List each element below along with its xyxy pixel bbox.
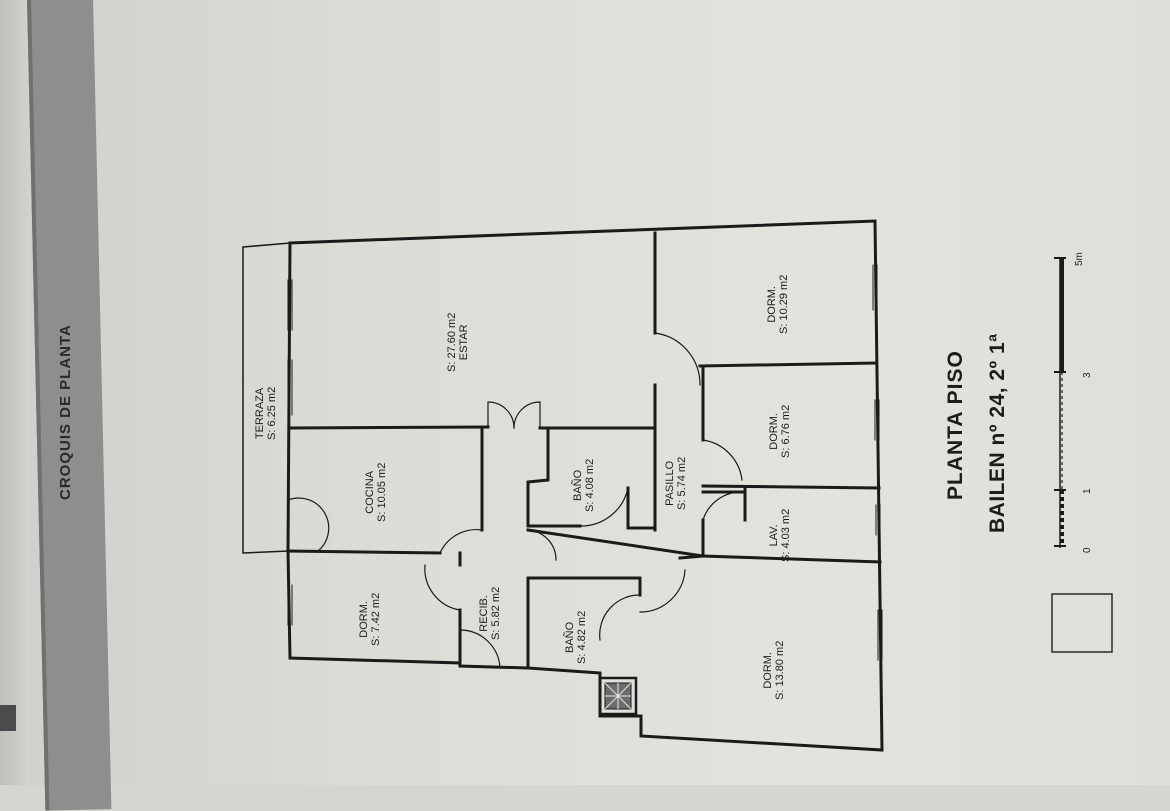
- paper-background: [0, 0, 1170, 785]
- wall-dorm-a: [698, 361, 878, 368]
- wall-estar-cocina: [288, 425, 490, 430]
- room-dorm-b: DORM.S: 6.76 m2: [768, 404, 792, 458]
- plan-title-line1: PLANTA PISO: [944, 350, 967, 500]
- scale-tick-1: 1: [1082, 488, 1093, 494]
- floor-plan: [242, 219, 1113, 752]
- scale-tick-5m: 5m: [1074, 252, 1085, 266]
- page-edge: [0, 0, 30, 785]
- plan-title-line2: BAILEN nº 24, 2º 1ª: [986, 333, 1009, 534]
- binder-tab: [0, 705, 16, 731]
- scale-tick-3: 3: [1082, 372, 1093, 378]
- room-recib: RECIB.S: 5.82 m2: [478, 586, 502, 640]
- outer-wall: [286, 219, 884, 752]
- graphic-scale: [1054, 257, 1066, 548]
- scale-tick-0: 0: [1082, 547, 1093, 553]
- ventilation-shaft-icon: [598, 676, 638, 716]
- room-dorm-c: DORM.S: 7.42 m2: [358, 592, 382, 646]
- legend-box: [1051, 593, 1113, 653]
- room-dorm-d: DORM.S: 13.80 m2: [762, 640, 786, 700]
- room-lav: LAV.S: 4.03 m2: [768, 508, 792, 562]
- window-marks: [287, 264, 883, 661]
- terraza-outline: [242, 242, 291, 554]
- room-dorm-a: DORM.S: 10.29 m2: [766, 274, 790, 334]
